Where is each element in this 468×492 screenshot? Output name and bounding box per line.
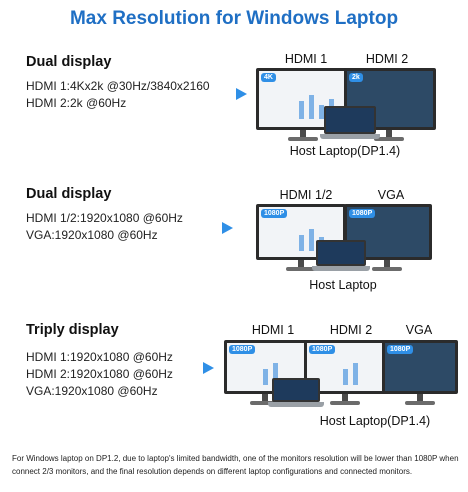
monitor-stand <box>417 394 423 402</box>
laptop-icon <box>320 106 380 140</box>
section-1-heading: Dual display <box>26 54 112 70</box>
laptop-icon <box>268 378 324 408</box>
section-2-heading: Dual display <box>26 186 112 202</box>
monitor-base <box>405 401 435 405</box>
section-3-spec-3: VGA:1920x1080 @60Hz <box>26 384 158 398</box>
monitor-base <box>250 401 280 405</box>
monitor-2: 1080P <box>344 204 432 260</box>
monitor-1: 1080P <box>256 204 346 260</box>
monitor-stand <box>342 394 348 402</box>
chart-icon <box>263 369 268 385</box>
monitor-stand <box>384 260 390 268</box>
monitor-label-hdmi1: HDMI 1 <box>284 52 328 66</box>
resolution-badge: 4K <box>261 73 276 82</box>
resolution-badge: 2k <box>349 73 363 82</box>
resolution-badge: 1080P <box>309 345 336 354</box>
host-laptop-label: Host Laptop(DP1.4) <box>289 144 401 158</box>
chart-icon <box>273 363 278 385</box>
resolution-badge: 1080P <box>349 209 376 218</box>
section-2-spec-2: VGA:1920x1080 @60Hz <box>26 228 158 242</box>
monitor-base <box>288 137 318 141</box>
resolution-badge: 1080P <box>261 209 288 218</box>
monitor-stand <box>262 394 268 402</box>
chart-icon <box>309 95 314 119</box>
monitor-base <box>372 267 402 271</box>
monitor-label-hdmi2: HDMI 2 <box>365 52 409 66</box>
chart-icon <box>343 369 348 385</box>
monitor-base <box>374 137 404 141</box>
section-1-spec-1: HDMI 1:4Kx2k @30Hz/3840x2160 <box>26 79 210 93</box>
section-3-heading: Triply display <box>26 322 119 338</box>
monitor-base <box>330 401 360 405</box>
monitor-stand <box>386 130 392 138</box>
resolution-badge: 1080P <box>387 345 414 354</box>
chart-icon <box>353 363 358 385</box>
chart-icon <box>299 101 304 119</box>
monitor-label-hdmi2: HDMI 2 <box>329 323 373 337</box>
monitor-base <box>286 267 316 271</box>
chart-icon <box>299 235 304 251</box>
arrow-icon <box>222 222 233 234</box>
laptop-icon <box>312 240 370 272</box>
host-laptop-label: Host Laptop <box>309 278 377 292</box>
monitor-label-vga: VGA <box>405 323 433 337</box>
host-laptop-label: Host Laptop(DP1.4) <box>319 414 431 428</box>
monitor-2: 2k <box>344 68 436 130</box>
monitor-label-vga: VGA <box>377 188 405 202</box>
arrow-icon <box>236 88 247 100</box>
section-2-spec-1: HDMI 1/2:1920x1080 @60Hz <box>26 211 183 225</box>
section-3-spec-2: HDMI 2:1920x1080 @60Hz <box>26 367 173 381</box>
monitor-stand <box>298 260 304 268</box>
monitor-1: 4K <box>256 68 352 130</box>
monitor-3: 1080P <box>382 340 458 394</box>
chart-icon <box>309 229 314 251</box>
arrow-icon <box>203 362 214 374</box>
section-1-spec-2: HDMI 2:2k @60Hz <box>26 96 127 110</box>
monitor-label-hdmi1: HDMI 1 <box>251 323 295 337</box>
section-3-spec-1: HDMI 1:1920x1080 @60Hz <box>26 350 173 364</box>
resolution-badge: 1080P <box>229 345 256 354</box>
footnote: For Windows laptop on DP1.2, due to lapt… <box>12 454 459 476</box>
page-title: Max Resolution for Windows Laptop <box>69 8 399 29</box>
monitor-label-hdmi12: HDMI 1/2 <box>279 188 333 202</box>
monitor-stand <box>300 130 306 138</box>
chart-icon <box>319 105 324 119</box>
